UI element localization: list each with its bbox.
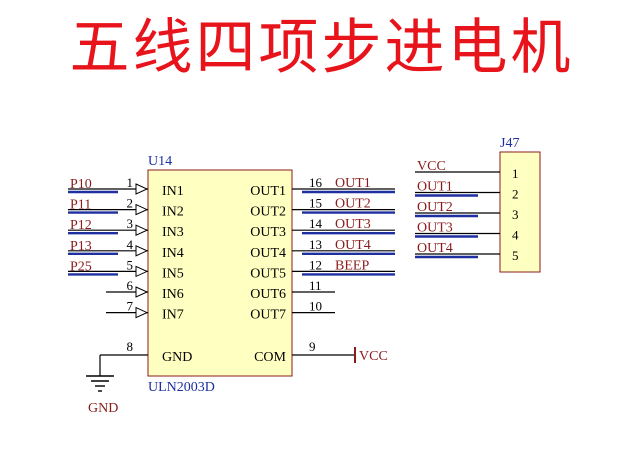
j47-pin-number-5: 5 [512,248,519,263]
u14-pin-number-4: 4 [127,237,134,252]
u14-pin-number-15: 15 [309,196,322,211]
u14-pin-number-5: 5 [127,257,134,272]
net-label-P11: P11 [70,198,91,213]
j47-net-label-VCC: VCC [417,159,446,174]
u14-pin-name-OUT5: OUT5 [250,266,286,281]
u14-pin-number-7: 7 [127,299,134,314]
net-label-P25: P25 [70,259,92,274]
u14-pin-name-IN4: IN4 [162,246,184,261]
u14-pin-number-12: 12 [309,257,322,272]
u14-pin-number-6: 6 [127,278,134,293]
u14-pin-name-IN6: IN6 [162,287,184,302]
j47-pin-number-1: 1 [512,166,519,181]
net-label-OUT2: OUT2 [335,197,371,212]
j47-body [499,151,541,273]
u14-pin-name-IN5: IN5 [162,266,184,281]
vcc-label: VCC [359,349,388,364]
input-arrow-icon [135,183,149,195]
u14-pin-number-14: 14 [309,216,323,231]
net-label-OUT4: OUT4 [335,238,371,253]
u14-pin-name-IN7: IN7 [162,308,184,323]
u14-pin-name-OUT7: OUT7 [250,308,286,323]
net-label-P10: P10 [70,177,92,192]
u14-pin-number-1: 1 [127,175,134,190]
u14-pin-number-9: 9 [309,339,316,354]
gnd-label: GND [88,401,118,416]
u14-pin-name-GND: GND [162,350,192,365]
input-arrow-icon [135,265,149,278]
j47-net-label-OUT4: OUT4 [417,241,453,256]
u14-pin-name-OUT1: OUT1 [250,184,286,199]
input-arrow-icon [135,203,149,216]
net-label-OUT3: OUT3 [335,217,371,232]
u14-pin-number-8: 8 [127,339,134,354]
j47-pin-number-2: 2 [512,187,519,202]
j47-designator: J47 [500,136,519,151]
u14-pin-number-10: 10 [309,299,322,314]
u14-body [147,169,293,377]
net-label-P13: P13 [70,239,92,254]
u14-pin-name-IN1: IN1 [162,184,184,199]
u14-part-number: ULN2003D [148,380,215,395]
u14-pin-name-IN3: IN3 [162,225,184,240]
j47-net-label-OUT3: OUT3 [417,221,453,236]
net-label-OUT1: OUT1 [335,176,371,191]
u14-pin-name-OUT6: OUT6 [250,287,286,302]
u14-pin-name-IN2: IN2 [162,205,184,220]
input-arrow-icon [135,286,149,298]
page-title: 五线四项步进电机 [69,13,574,83]
u14-pin-name-OUT3: OUT3 [250,225,286,240]
u14-pin-number-16: 16 [309,175,323,190]
input-arrow-icon [135,306,149,319]
u14-pin-number-3: 3 [127,216,134,231]
u14-pin-number-13: 13 [309,237,322,252]
u14-pin-number-2: 2 [127,196,134,211]
u14-pin-name-OUT2: OUT2 [250,205,286,220]
net-label-BEEP: BEEP [335,258,369,273]
j47-net-label-OUT1: OUT1 [417,180,453,195]
u14-pin-name-COM: COM [254,350,286,365]
input-arrow-icon [135,245,149,257]
input-arrow-icon [135,224,149,236]
j47-pin-number-4: 4 [512,228,519,243]
j47-pin-number-3: 3 [512,207,519,222]
u14-designator: U14 [148,154,172,169]
u14-pin-number-11: 11 [309,278,322,293]
j47-net-label-OUT2: OUT2 [417,200,453,215]
net-label-P12: P12 [70,218,92,233]
u14-pin-name-OUT4: OUT4 [250,246,286,261]
